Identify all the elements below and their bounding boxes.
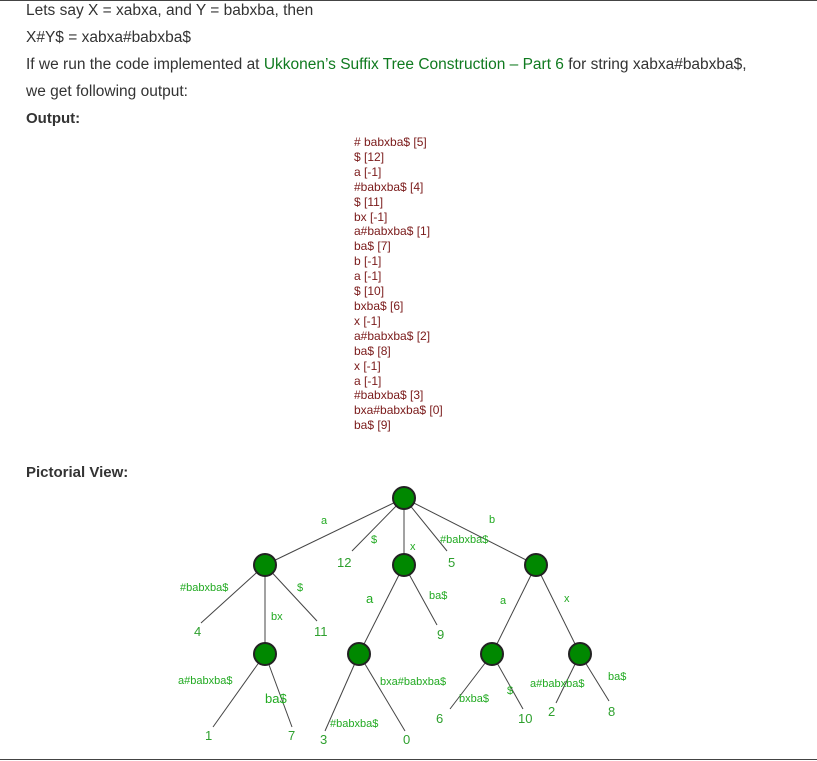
tree-edges [200,497,610,732]
edge-b-bx [535,564,581,655]
intro-line-4: we get following output: [26,83,188,100]
leaf-label: 7 [288,728,295,743]
edge-label: #babxba$ [180,582,228,594]
leaf-label: 8 [608,704,615,719]
edge-label: bxba$ [459,693,489,705]
edge-label: ba$ [265,691,287,706]
leaf-label: 0 [403,732,410,747]
output-line: x [-1] [354,358,381,373]
edge-label: b [489,514,495,526]
edge-a-4 [200,564,266,624]
output-line: bxba$ [6] [354,298,404,313]
leaf-label: 2 [548,704,555,719]
leaf-label: 10 [518,711,532,726]
output-line: a [-1] [354,269,382,284]
edge-label: a [366,591,374,606]
edge-label: a#babxba$ [178,675,232,687]
ukkonen-part6-link[interactable]: Ukkonen’s Suffix Tree Construction – Par… [263,56,564,73]
edge-labels: a $ x #babxba$ b #babxba$ $ bx a#babxba$… [178,514,626,730]
output-line: bx [-1] [354,209,388,224]
edge-root-a [264,497,405,566]
edge-label: bxa#babxba$ [380,676,446,688]
output-heading: Output: [26,110,81,127]
intro-line-1: Lets say X = xabxa, and Y = babxba, then [26,2,314,19]
leaf-label: 1 [205,728,212,743]
node-xa [347,642,371,666]
edge-b-ba [491,564,537,655]
edge-label: x [410,541,416,553]
leaf-label: 11 [314,624,328,639]
node-bx [568,642,592,666]
edge-label: $ [297,582,303,594]
edge-label: ba$ [608,671,626,683]
edge-label: $ [507,685,513,697]
output-line: $ [10] [354,284,385,299]
edge-label: bx [271,611,283,623]
edge-label: x [564,593,570,605]
node-x [392,553,416,577]
output-line: $ [11] [354,194,384,209]
edge-xa-3 [324,653,360,732]
edge-label: a [500,595,507,607]
output-line: ba$ [9] [354,418,391,433]
leaf-label: 9 [437,627,444,642]
output-line: #babxba$ [4] [354,179,424,194]
leaf-label: 4 [194,624,201,639]
intro-line-3-prefix: If we run the code implemented at [26,56,264,73]
edge-xa-0 [358,653,406,732]
pictorial-heading: Pictorial View: [26,464,129,481]
node-a [253,553,277,577]
leaf-label: 12 [337,555,351,570]
edge-label: a#babxba$ [530,678,584,690]
edge-bx-7 [264,653,293,728]
edge-a-11 [264,564,318,622]
node-root [392,486,416,510]
output-line: x [-1] [354,313,381,328]
output-line: ba$ [8] [354,343,391,358]
edge-root-12 [351,497,405,552]
output-line: #babxba$ [3] [354,388,424,403]
edge-label: $ [371,534,377,546]
output-line: $ [12] [354,149,385,164]
edge-label: ba$ [429,590,447,602]
intro-line-3-suffix: for string xabxa#babxba$, [563,56,747,73]
output-line: a#babxba$ [1] [354,224,431,239]
node-abx [253,642,277,666]
output-line: a [-1] [354,164,382,179]
output-line: # babxba$ [5] [354,135,427,149]
tree-nodes [253,486,592,666]
output-line: b [-1] [354,254,382,269]
edge-label: #babxba$ [330,718,378,730]
edge-root-b [403,497,537,566]
output-block: # babxba$ [5]$ [12]a [-1]#babxba$ [4]$ [… [354,135,443,433]
leaf-label: 3 [320,732,327,747]
output-line: bxa#babxba$ [0] [354,403,443,418]
edge-label: a [321,515,328,527]
intro-line-3: If we run the code implemented at Ukkone… [26,55,747,75]
leaf-labels: 12 5 4 11 9 1 7 3 0 6 10 2 8 [194,555,615,747]
node-ba [480,642,504,666]
leaf-label: 5 [448,555,455,570]
leaf-label: 6 [436,711,443,726]
edge-x-xa [358,564,405,655]
node-b [524,553,548,577]
output-line: ba$ [7] [354,239,391,254]
output-line: a#babxba$ [2] [354,328,431,343]
output-line: a [-1] [354,373,382,388]
edge-label: #babxba$ [440,534,488,546]
edge-bx-1 [212,653,266,728]
intro-line-2: X#Y$ = xabxa#babxba$ [26,29,192,46]
